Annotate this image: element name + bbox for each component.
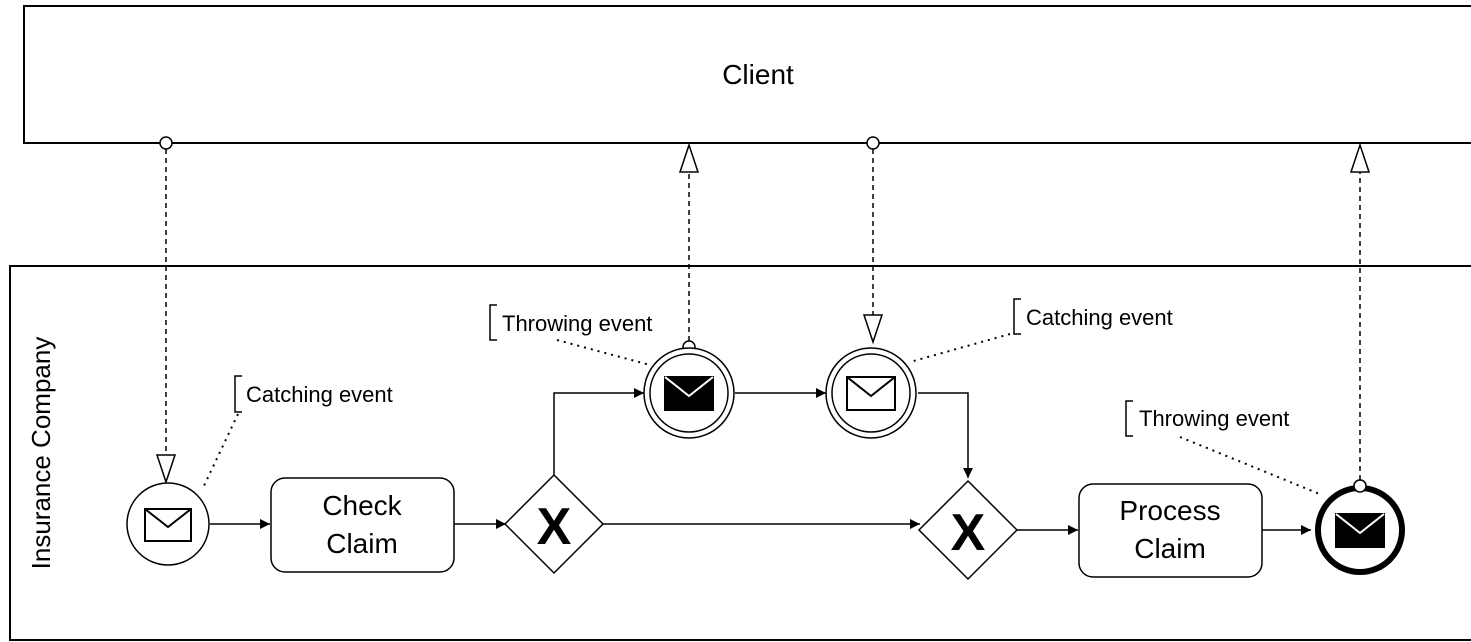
check-claim-label-line1: Check [322, 490, 402, 521]
check-claim-task[interactable]: Check Claim [270, 477, 455, 573]
annotation-mid-throwing[interactable]: Throwing event [489, 304, 652, 366]
x-gateway-icon: X [537, 498, 572, 556]
annotation-mid-catching-text: Catching event [1026, 305, 1173, 330]
start-message-event[interactable] [126, 482, 210, 566]
message-flow-4[interactable] [1349, 142, 1371, 493]
x-gateway-icon: X [951, 504, 986, 562]
annotation-mid-catching[interactable]: Catching event [909, 298, 1173, 363]
annotation-mid-throwing-text: Throwing event [502, 311, 652, 336]
annotation-end-throwing[interactable]: Throwing event [1125, 400, 1323, 496]
annotation-start-catching-text: Catching event [246, 382, 393, 407]
end-message-event[interactable] [1315, 485, 1405, 575]
annotation-start-catching[interactable]: Catching event [201, 375, 393, 491]
message-flow-3[interactable] [862, 136, 884, 345]
intermediate-catch-message-event[interactable] [825, 347, 917, 439]
message-flow-1[interactable] [155, 136, 177, 485]
client-pool-label: Client [722, 59, 794, 90]
filled-envelope-icon [1335, 513, 1385, 548]
annotation-end-throwing-text: Throwing event [1139, 406, 1289, 431]
insurance-company-pool-label: Insurance Company [26, 337, 56, 570]
intermediate-throw-message-event[interactable] [643, 347, 735, 439]
envelope-icon [846, 376, 896, 411]
process-claim-task[interactable]: Process Claim [1078, 483, 1263, 578]
process-claim-label-line2: Claim [1134, 533, 1206, 564]
insurance-company-pool[interactable]: Insurance Company [9, 265, 1471, 641]
message-flow-2[interactable] [678, 142, 700, 354]
message-flow-4-origin [1353, 479, 1367, 493]
exclusive-gateway-split[interactable]: X [503, 473, 605, 575]
sequence-flow-gateway-to-throw[interactable] [553, 388, 644, 475]
client-pool[interactable]: Client [23, 5, 1471, 144]
sequence-flow-catch-to-merge[interactable] [918, 392, 973, 478]
envelope-icon [144, 508, 192, 542]
exclusive-gateway-merge[interactable]: X [917, 479, 1019, 581]
check-claim-label-line2: Claim [326, 528, 398, 559]
process-claim-label-line1: Process [1119, 495, 1220, 526]
filled-envelope-icon [664, 376, 714, 411]
